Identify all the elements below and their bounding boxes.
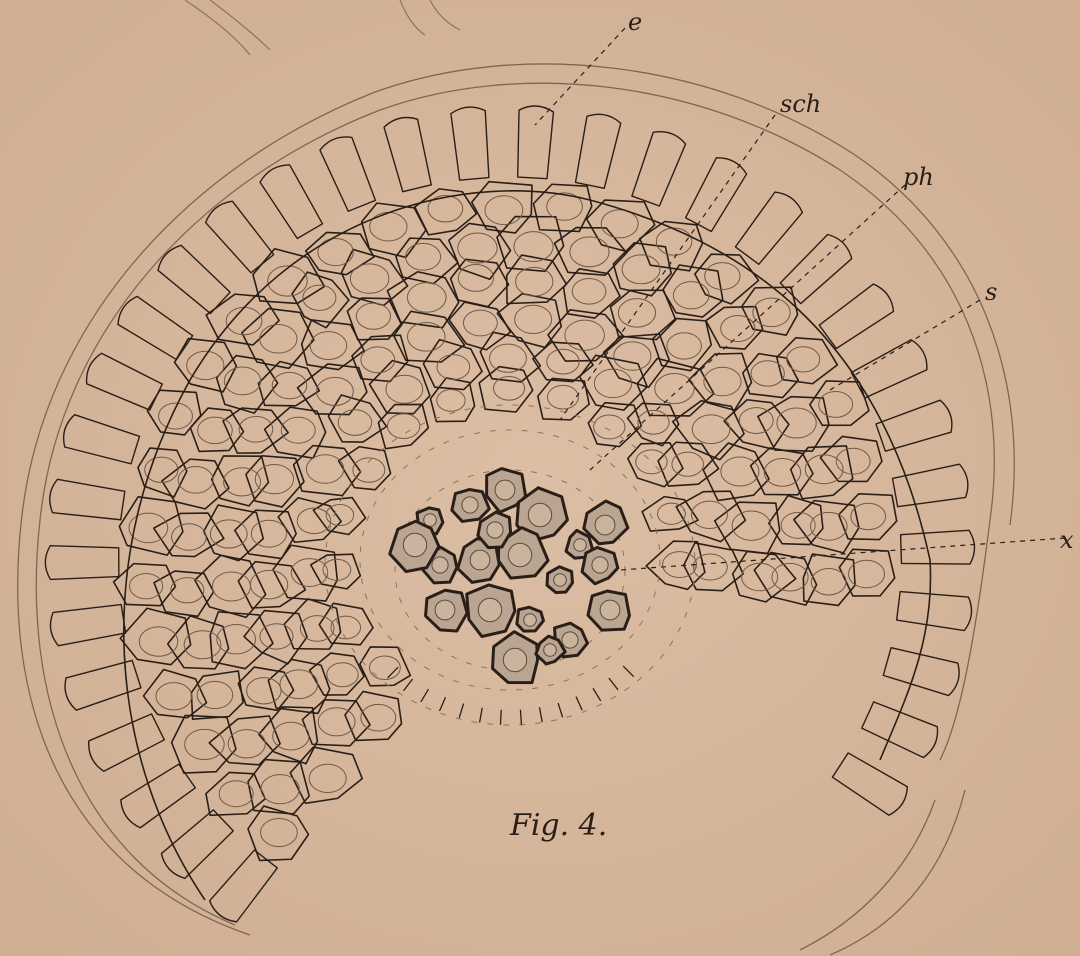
label-ph: ph (903, 163, 934, 191)
xylem-vessel-lumen (487, 522, 503, 538)
xylem-vessel-lumen (462, 497, 478, 513)
xylem-vessel-lumen (470, 550, 490, 570)
xylem-vessel-lumen (478, 598, 501, 621)
xylem-vessel-lumen (503, 648, 526, 671)
label-sch: sch (780, 90, 821, 118)
xylem-vessel-lumen (595, 515, 615, 535)
xylem-vessel-lumen (574, 539, 587, 552)
label-e: e (628, 8, 642, 36)
xylem-vessel-lumen (562, 632, 578, 648)
xylem-vessel-lumen (403, 533, 426, 556)
xylem-vessel-lumen (495, 480, 515, 500)
label-s: s (985, 278, 997, 306)
label-x: x (1060, 526, 1074, 554)
xylem-vessel-lumen (524, 614, 537, 627)
xylem-vessel-lumen (528, 503, 551, 526)
figure-caption: Fig. 4. (509, 808, 607, 843)
xylem-vessel-lumen (435, 600, 455, 620)
xylem-vessel-lumen (432, 557, 448, 573)
xylem-vessel-lumen (508, 543, 531, 566)
xylem-vessel-lumen (600, 600, 620, 620)
stele-dash (500, 710, 501, 725)
xylem-vessel-lumen (592, 557, 608, 573)
xylem-vessel-lumen (544, 644, 557, 657)
xylem-vessel-lumen (554, 574, 567, 587)
